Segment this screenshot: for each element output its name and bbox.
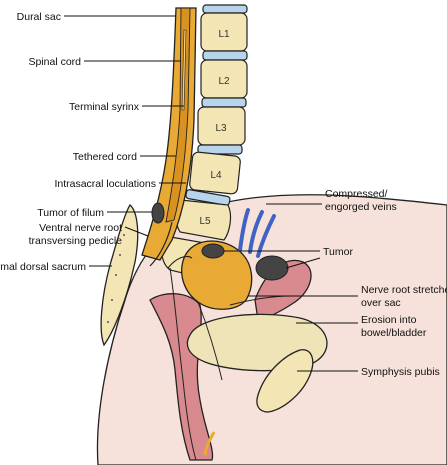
dorsal-sacrum — [100, 203, 139, 347]
vertebral-column — [161, 4, 248, 281]
tumor-mass-right — [255, 255, 289, 281]
label-tumor-of-filum: Tumor of filum — [37, 207, 104, 219]
label-dural-sac: Dural sac — [17, 11, 61, 23]
vertebra-L4 — [189, 151, 241, 195]
label-nerve-root-stretched-2: over sac — [361, 297, 401, 309]
label-normal-dorsal-sacrum: Normal dorsal sacrum — [0, 261, 86, 273]
label-symphysis-pubis: Symphysis pubis — [361, 366, 440, 378]
tumor-of-filum — [151, 202, 165, 224]
label-tumor: Tumor — [323, 246, 353, 258]
leader-ventral-nerve-root — [124, 226, 149, 237]
leader-tumor-2 — [285, 257, 321, 269]
label-erosion-2: bowel/bladder — [361, 327, 427, 339]
label-tethered-cord: Tethered cord — [73, 151, 137, 163]
label-compressed-veins-2: engorged veins — [325, 201, 397, 213]
vertebra-label-L2: L2 — [218, 76, 230, 87]
label-ventral-nerve-root-1: Ventral nerve root — [39, 222, 122, 234]
terminal-syrinx — [181, 29, 187, 111]
coccygeal-nerve — [203, 431, 216, 456]
vertebra-label-L3: L3 — [215, 123, 227, 134]
symphysis-pubis — [256, 349, 314, 413]
sacral-sac — [181, 240, 253, 310]
dorsal-sacrum-texture — [107, 234, 125, 323]
label-compressed-veins-1: Compressed/ — [325, 188, 388, 200]
vertebra-label-L4: L4 — [210, 170, 222, 181]
sac-neck — [167, 255, 193, 269]
tethered-cord — [149, 221, 173, 267]
tumor-mass-left — [201, 243, 225, 259]
label-ventral-nerve-root-2: transversing pedicle — [29, 235, 123, 247]
vertebra-label-L1: L1 — [218, 29, 230, 40]
label-nerve-root-stretched-1: Nerve root stretched — [361, 284, 447, 296]
label-erosion-1: Erosion into — [361, 314, 417, 326]
veins — [238, 208, 276, 258]
label-spinal-cord: Spinal cord — [28, 56, 81, 68]
label-intrasacral-loculations: Intrasacral loculations — [54, 178, 156, 190]
label-terminal-syrinx: Terminal syrinx — [69, 101, 140, 113]
vertebra-label-L5: L5 — [199, 216, 211, 227]
